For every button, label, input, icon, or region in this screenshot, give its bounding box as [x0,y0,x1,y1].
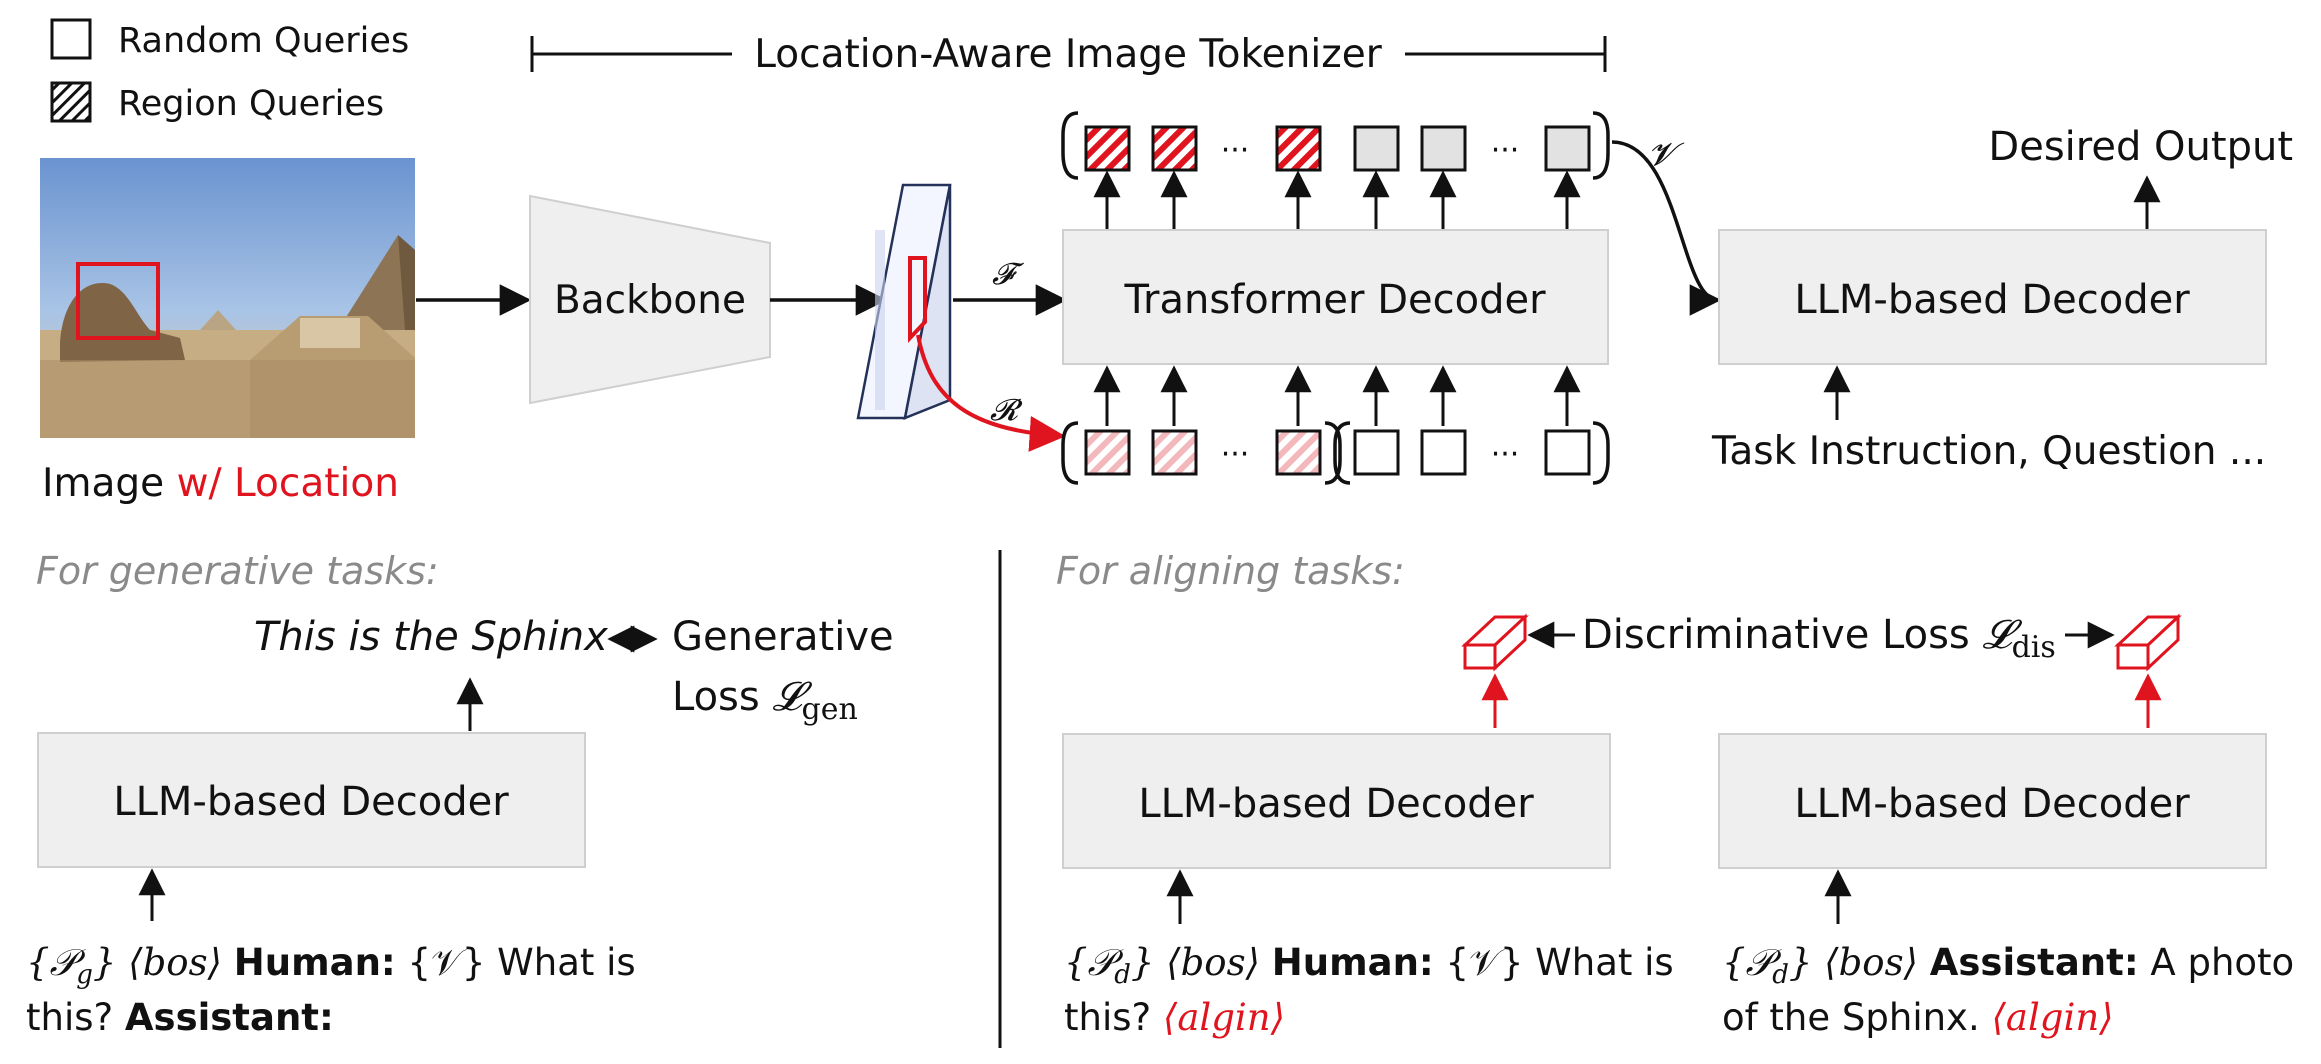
output-region-token [1275,125,1322,172]
task-instruction-label: Task Instruction, Question ... [1711,429,2266,474]
feature-map [856,183,952,421]
output-region-token [1151,125,1198,172]
region-arrow [916,334,1066,452]
aligned-feature-cube-right [2114,613,2182,672]
llm-decoder-align-right-block [1718,733,2267,869]
image-caption: Image w/ Location [42,461,399,506]
llm-decoder-top-label: LLM-based Decoder [1794,277,2190,323]
generative-loss-line2: Loss 𝓛gen [672,674,858,727]
ellipsis: ··· [1491,437,1520,472]
gen-prompt-line2: this? Assistant: [26,996,334,1039]
generative-output: This is the Sphinx [254,614,608,660]
input-query-tokens: ··· ··· [1061,421,1610,485]
input-random-query [1544,429,1591,476]
llm-decoder-align-left-label: LLM-based Decoder [1138,781,1534,827]
align-right-prompt-line2: of the Sphinx. ⟨algin⟩ [1722,996,2114,1039]
input-image [40,158,415,438]
llm-decoder-top-block [1718,229,2267,365]
tokenizer-bracket: Location-Aware Image Tokenizer [530,32,1607,77]
ellipsis: ··· [1221,437,1250,472]
visual-symbol: 𝓥 [1648,135,1685,173]
legend-random-label: Random Queries [118,21,409,61]
region-symbol: 𝓡 [990,393,1023,428]
llm-decoder-align-right-label: LLM-based Decoder [1794,781,2190,827]
desired-output-label: Desired Output [1988,124,2293,170]
decoder-output-arrows [1093,170,1581,229]
input-random-query [1353,429,1400,476]
output-query-tokens: ··· ··· [1061,111,1610,180]
legend: Random Queries Region Queries [50,18,409,124]
backbone-label: Backbone [554,278,746,323]
tokenizer-label: Location-Aware Image Tokenizer [754,32,1382,77]
aligned-feature-cube-left [1461,613,1529,672]
align-left-prompt-line2: this? ⟨algin⟩ [1064,996,1285,1039]
output-random-token [1353,125,1400,172]
transformer-decoder-label: Transformer Decoder [1123,277,1546,323]
gen-prompt-line1: {𝒫g} ⟨bos⟩ Human: {𝒱} What is [26,941,636,990]
ellipsis: ··· [1491,133,1520,168]
align-left-prompt-line1: {𝒫d} ⟨bos⟩ Human: {𝒱} What is [1064,941,1674,990]
llm-decoder-gen-label: LLM-based Decoder [113,779,509,825]
visual-tokens-arrow [1611,140,1722,316]
generative-heading: For generative tasks: [36,549,439,593]
region-query-swatch [50,81,92,123]
llm-decoder-align-left-block [1062,733,1611,869]
input-random-query [1420,429,1467,476]
feature-symbol: 𝓕 [992,257,1025,292]
legend-region-label: Region Queries [118,84,384,124]
location-box [76,262,160,340]
backbone-block [529,194,771,405]
output-random-token [1544,125,1591,172]
input-region-query [1275,429,1322,476]
input-region-query [1084,429,1131,476]
transformer-decoder-block [1062,229,1609,365]
aligning-heading: For aligning tasks: [1056,549,1405,593]
ellipsis: ··· [1221,133,1250,168]
discriminative-loss-label: Discriminative Loss 𝓛dis [1582,612,2056,665]
llm-decoder-gen-block [37,732,586,868]
random-query-swatch [50,18,92,60]
generative-loss-line1: Generative [672,614,894,660]
output-region-token [1084,125,1131,172]
align-right-prompt-line1: {𝒫d} ⟨bos⟩ Assistant: A photo [1722,941,2294,990]
output-random-token [1420,125,1467,172]
decoder-input-arrows [1093,365,1581,426]
input-region-query [1151,429,1198,476]
feature-region [908,256,927,344]
